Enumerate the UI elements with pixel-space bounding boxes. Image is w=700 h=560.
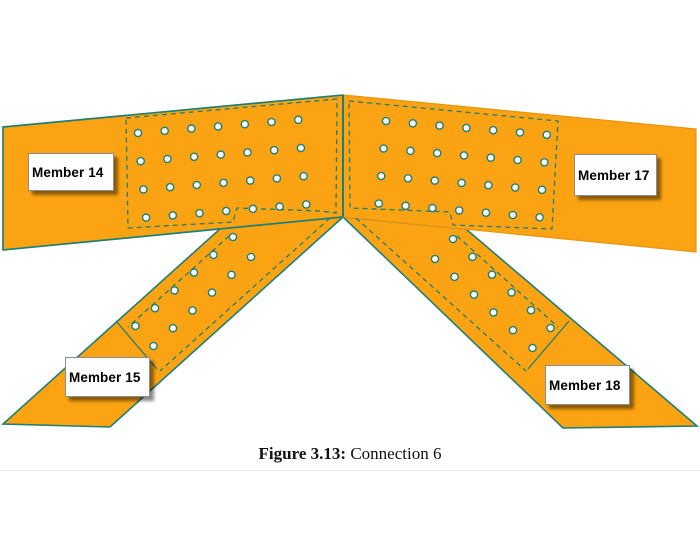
member14-bolts [136,156,145,166]
member14-bolts [245,176,255,185]
member15-bolts [209,250,218,260]
member14-bolts [141,213,151,222]
figure-caption: Figure 3.13: Connection 6 [0,444,700,464]
member14-bolts [165,182,175,192]
member17-bolts [462,123,471,133]
member17-bolts [376,171,386,181]
member17-bolts [484,180,493,190]
member14-bolts [269,145,279,155]
member14-bolts [301,200,311,209]
member14-bolts [221,206,231,216]
member15-bolts [188,306,197,315]
member17-bolts [430,176,440,185]
strut-cut-line-0 [115,320,158,370]
member14-bolts [187,124,196,133]
member17-bolts [542,130,552,140]
member15-bolts [189,268,199,277]
member14-bolts [160,126,169,136]
member14-bolts [213,122,223,131]
member17-bolts [401,201,410,211]
member17-bolts [515,128,525,137]
member14-bolts [189,152,199,162]
member18-bolts [526,305,536,315]
member15-bolts [170,286,179,295]
member18-bolts [487,270,497,279]
strut-cut-line-1 [527,320,570,370]
member17-bolts [540,157,549,167]
member14-bolts [168,211,178,220]
member14-bolts [163,154,172,164]
member15-bolts [228,232,238,242]
strut-dash-3 [355,217,527,372]
member17-bolts [508,210,518,220]
member15-bolts [246,252,256,262]
member17-bolts [435,121,444,130]
member15-bolts [207,288,217,297]
member17-bolts [457,178,466,188]
member17-bolts [459,151,469,160]
member17-bolts [428,203,437,213]
member18-bolts [468,252,477,262]
member14-bolts [293,115,303,125]
member14-bolts [192,180,202,190]
member17-bolts [510,183,520,192]
member18-bolts [528,343,537,353]
member14-bolts [195,208,204,218]
member14-bolts [243,148,252,157]
member-18-label: Member 18 [545,365,630,405]
member14-bolts [275,202,284,211]
member15-bolts [168,323,178,333]
member17-bolts [408,119,418,128]
member18-bolts [430,254,440,264]
member17-bolts [381,116,391,126]
member17-bolts [454,206,464,215]
member18-bolts [507,288,516,297]
member15-bolts [150,303,160,313]
member17-bolts [406,146,415,156]
strut-dash-1 [159,217,331,372]
member17-bolts [537,185,547,195]
member14-bolts [240,119,250,129]
gusset-outline-right [348,100,559,230]
caption-title: Connection 6 [346,444,442,463]
member17-bolts [488,125,498,135]
member15-bolts [149,341,158,351]
member18-bolts [489,308,498,317]
member-14-label: Member 14 [28,153,114,191]
member14-bolts [139,185,148,194]
page-rule [0,470,700,471]
member17-bolts [535,212,544,222]
member17-bolts [403,173,413,183]
member-15-strut [0,215,346,428]
member17-bolts [379,144,388,153]
member-15-label: Member 15 [65,357,150,397]
member14-bolts [299,171,308,181]
member14-bolts [216,150,226,159]
member14-bolts [296,143,306,153]
member18-bolts [546,323,555,333]
member17-bolts [432,148,442,158]
member17-bolts [486,153,496,162]
caption-number: Figure 3.13: [258,444,347,463]
member17-bolts [513,155,522,165]
member18-bolts [508,325,518,335]
member15-bolts [131,321,140,331]
member14-bolts [267,117,276,127]
member14-bolts [133,128,143,138]
member14-bolts [248,204,258,214]
member18-bolts [450,272,459,282]
member18-bolts [469,290,479,299]
member14-bolts [219,178,228,188]
member-18-strut [340,215,700,429]
member18-bolts [448,234,458,244]
member15-bolts [227,270,236,280]
member17-bolts [481,208,491,217]
member-17-label: Member 17 [574,154,657,196]
member17-bolts [374,199,384,208]
strut-dash-2 [456,235,559,328]
member14-bolts [272,174,282,183]
